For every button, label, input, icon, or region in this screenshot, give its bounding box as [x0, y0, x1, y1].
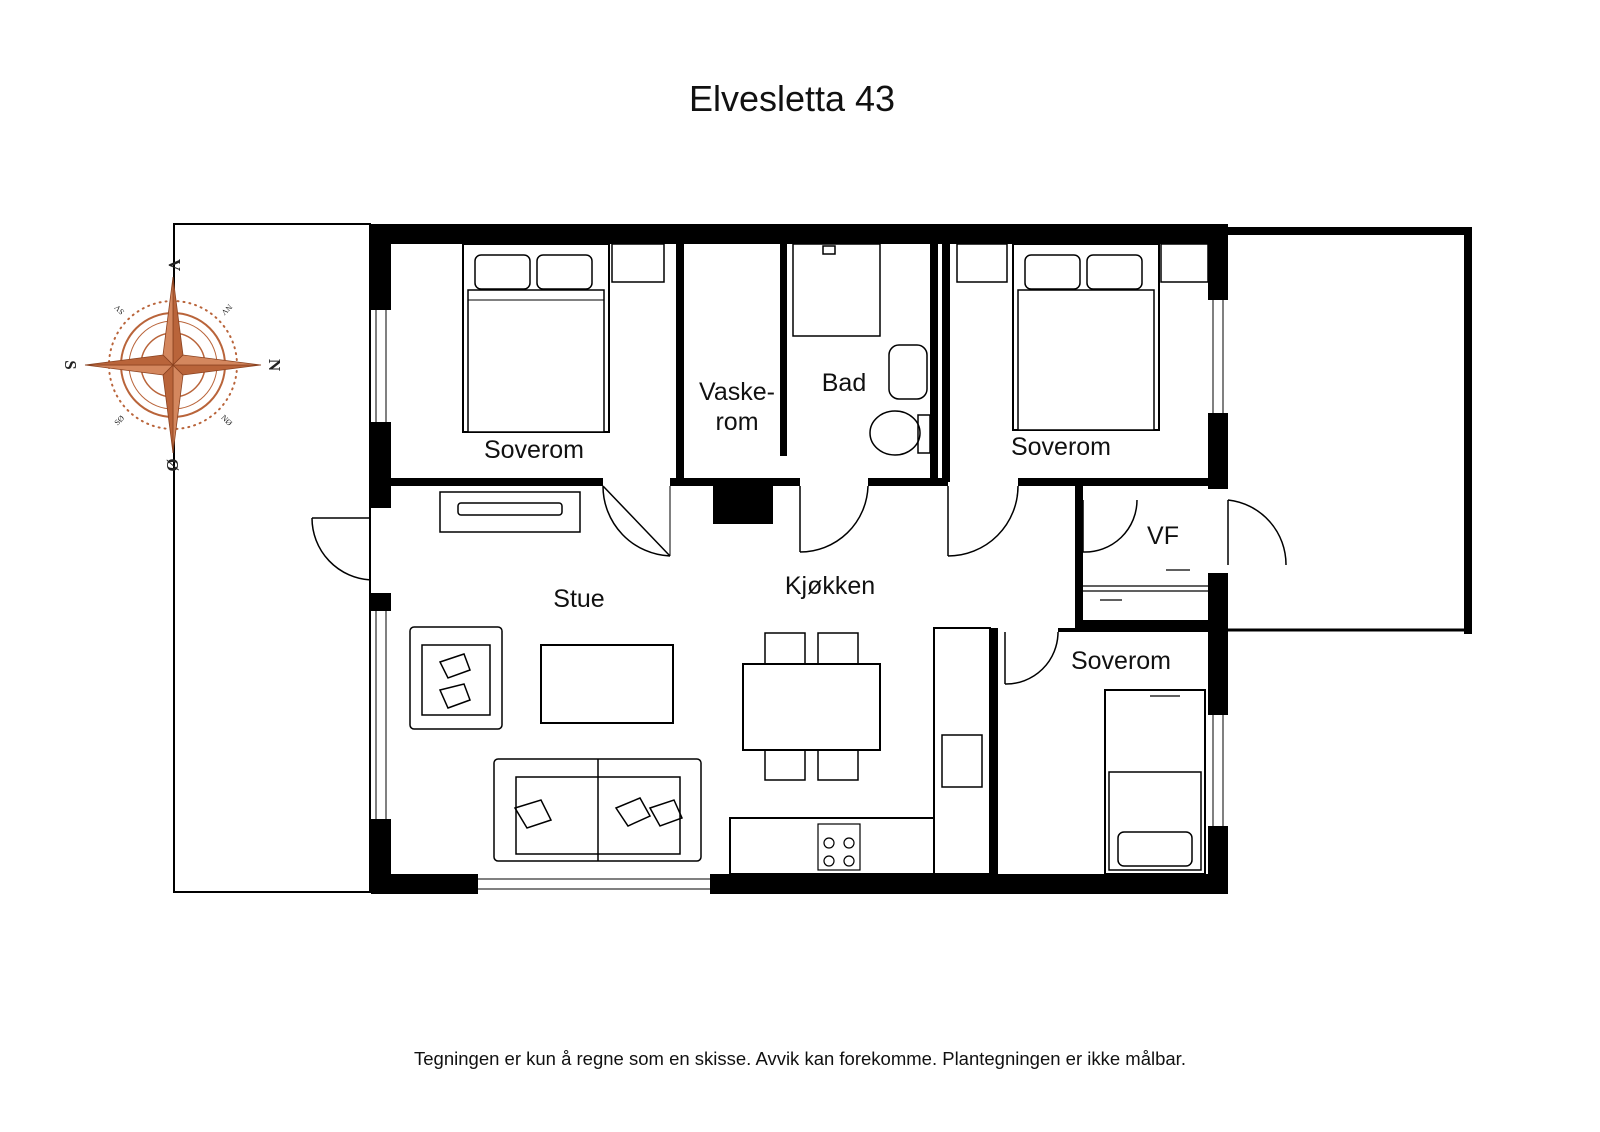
bed-soverom-3	[1104, 689, 1206, 875]
dining-table	[742, 632, 881, 781]
toilet	[869, 410, 931, 456]
left-terrace	[173, 223, 371, 893]
bed-soverom-1	[462, 243, 610, 433]
label-vaskerom-1: Vaske-	[699, 378, 775, 406]
nightstand-2	[956, 243, 1008, 283]
windows	[375, 300, 1224, 890]
label-soverom-1: Soverom	[484, 436, 584, 464]
kitchen-counter	[729, 627, 991, 875]
bed-soverom-2	[1012, 243, 1160, 431]
interior-walls	[391, 244, 1208, 874]
right-terrace	[1212, 227, 1472, 634]
stove	[817, 823, 861, 871]
compass-rose: V N Ø S NV NØ SØ SV	[61, 259, 284, 472]
compass-south: S	[61, 360, 80, 369]
tv-stand	[439, 491, 581, 533]
label-kjokken: Kjøkken	[785, 572, 875, 600]
coffee-table	[540, 644, 674, 724]
compass-sw: SV	[112, 303, 126, 317]
disclaimer-text: Tegningen er kun å regne som en skisse. …	[414, 1048, 1186, 1069]
exterior-walls	[371, 224, 1228, 894]
label-vf: VF	[1147, 522, 1179, 550]
compass-north: N	[265, 359, 284, 372]
sink-bad	[888, 344, 928, 400]
compass-nw: NV	[219, 302, 234, 317]
vf-closet	[1083, 569, 1208, 601]
compass-east: Ø	[163, 458, 182, 471]
shower	[792, 243, 881, 337]
nightstand-1	[611, 243, 665, 283]
sofa	[493, 758, 702, 862]
compass-ne: NØ	[219, 413, 234, 428]
label-vaskerom-2: rom	[715, 408, 758, 436]
label-stue: Stue	[553, 585, 604, 613]
label-bad: Bad	[822, 369, 866, 397]
armchair	[409, 626, 503, 730]
nightstand-3	[1160, 243, 1209, 283]
doors	[311, 485, 1287, 685]
compass-se: SØ	[113, 413, 127, 427]
page-title: Elvesletta 43	[688, 78, 896, 119]
label-soverom-3: Soverom	[1071, 647, 1171, 675]
label-soverom-2: Soverom	[1011, 433, 1111, 461]
compass-west: V	[165, 259, 184, 272]
